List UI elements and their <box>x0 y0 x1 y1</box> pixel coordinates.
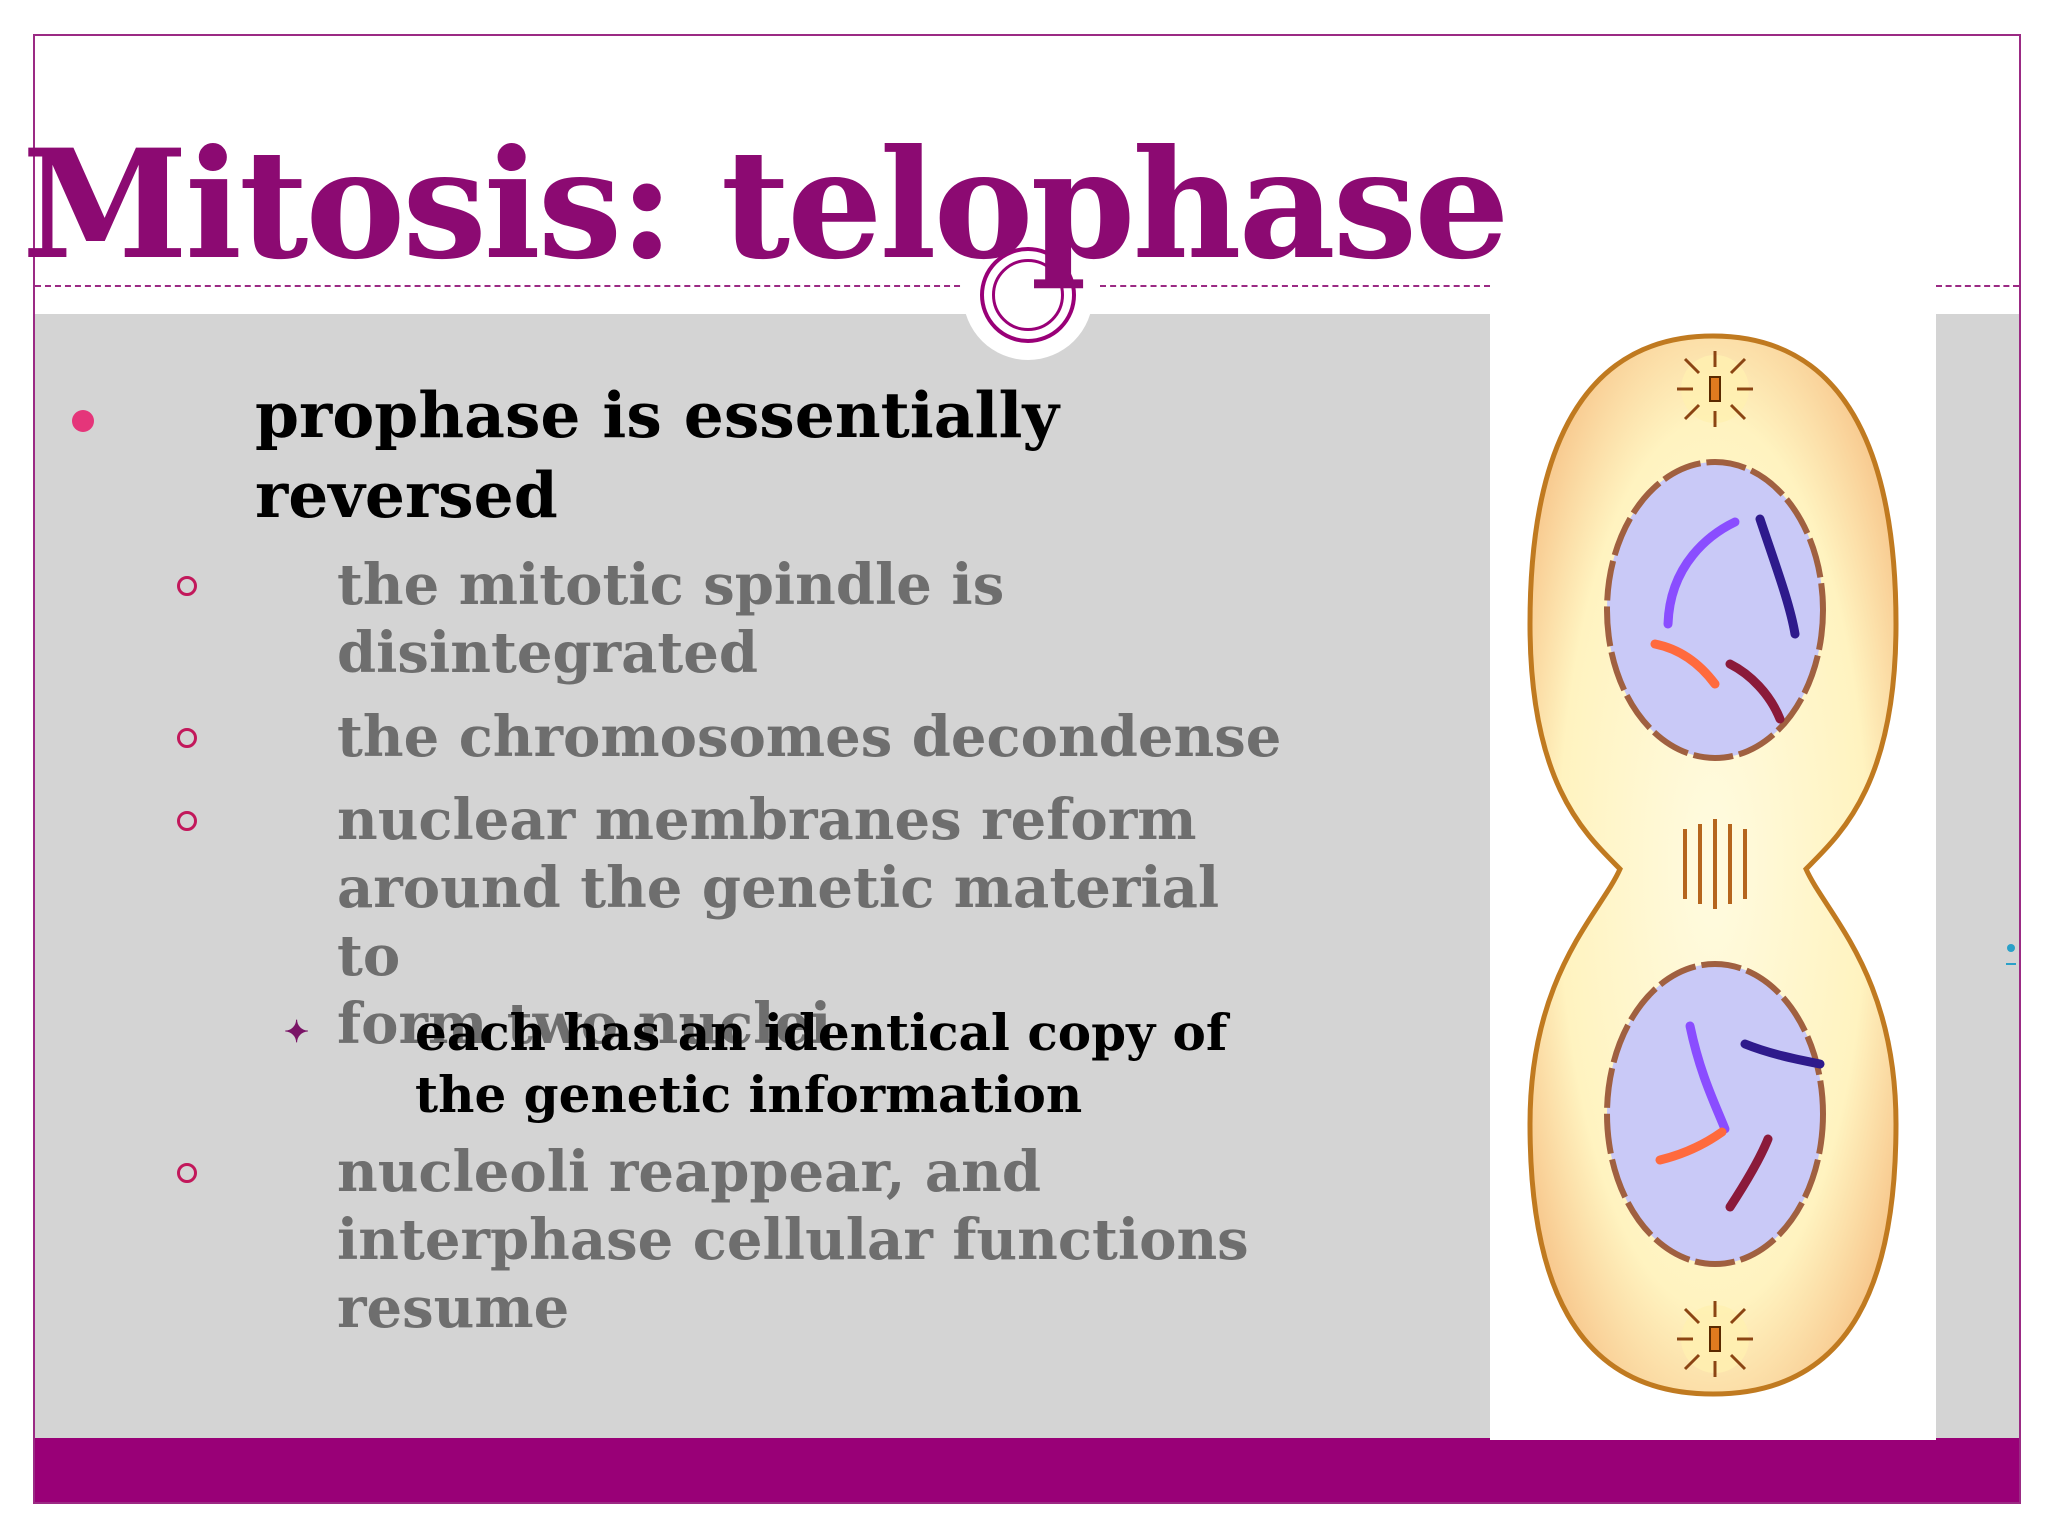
bullet-ring-icon <box>177 576 197 596</box>
centrosome-top <box>1677 351 1753 427</box>
sub-bullet-chromosomes: the chromosomes decondense <box>177 703 1297 771</box>
slide-edge-marker-icon <box>2004 940 2018 970</box>
bullet-line: around the genetic material to <box>337 855 1220 989</box>
bullet-line: each has an identical copy of <box>415 1003 1228 1062</box>
bullet-line: prophase is essentially <box>255 378 1059 452</box>
bullet-line: resume <box>337 1275 570 1341</box>
medallion-outer-ring <box>980 247 1076 343</box>
centrosome-bottom <box>1677 1301 1753 1377</box>
bullet-line: the mitotic spindle is <box>337 552 1005 618</box>
footer-bar <box>35 1438 2019 1502</box>
cleavage-furrow <box>1683 819 1747 909</box>
title-divider-left <box>35 285 980 287</box>
sub-sub-bullet-identical-copy: ✦ each has an identical copy of the gene… <box>284 1002 1275 1126</box>
bullet-main: prophase is essentially reversed <box>72 375 1205 535</box>
bullet-line: reversed <box>255 458 558 532</box>
nucleus-top <box>1604 459 1826 761</box>
title-medallion-icon <box>963 230 1093 360</box>
title-divider-middle <box>1100 285 1490 287</box>
title-divider-right <box>1936 285 2019 287</box>
bullet-line: the chromosomes decondense <box>337 704 1282 770</box>
sub-bullet-nucleoli: nucleoli reappear, and interphase cellul… <box>177 1138 1297 1342</box>
bullet-dot-icon <box>72 410 94 432</box>
bullet-line: nucleoli reappear, and <box>337 1139 1042 1205</box>
figure-panel <box>1490 314 1936 1440</box>
nucleus-bottom <box>1604 961 1826 1267</box>
slide-frame <box>33 34 2021 1504</box>
bullet-line: disintegrated <box>337 620 759 686</box>
bullet-ring-icon <box>177 1163 197 1183</box>
sub-bullet-spindle: the mitotic spindle is disintegrated <box>177 551 1297 687</box>
bullet-ring-icon <box>177 811 197 831</box>
bullet-line: form two nuclei <box>337 991 832 1057</box>
bullet-line: interphase cellular functions <box>337 1207 1249 1273</box>
bullet-star-icon: ✦ <box>284 1015 310 1050</box>
bullet-line: the genetic information <box>415 1065 1083 1124</box>
bullet-ring-icon <box>177 728 197 748</box>
slide-title: Mitosis: telophase <box>22 117 1510 293</box>
medallion-inner-ring <box>992 259 1064 331</box>
sub-bullet-membranes: nuclear membranes reform around the gene… <box>177 786 1297 1058</box>
bullet-line: nuclear membranes reform <box>337 787 1197 853</box>
telophase-cell-illustration <box>1527 333 1899 1397</box>
